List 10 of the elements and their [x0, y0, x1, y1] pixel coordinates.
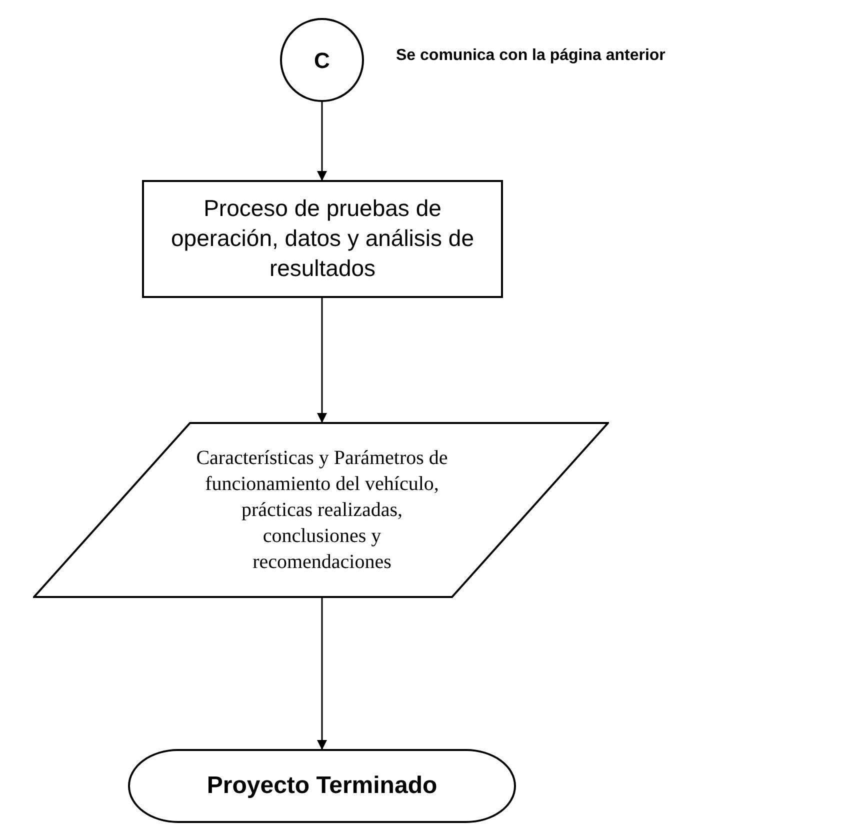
node-text: Proyecto Terminado: [206, 771, 438, 801]
node-text: Proceso de pruebas de operación, datos y análisis de resultados: [170, 194, 476, 283]
data-parallelogram: [33, 422, 609, 598]
arrow: [317, 102, 327, 181]
arrow: [317, 298, 327, 423]
arrow: [317, 598, 327, 750]
node-text: Características y Parámetros de funcionamiento del vehículo, prácticas realizadas, conclusiones y recomendaciones: [195, 446, 449, 575]
process-box: [142, 180, 503, 298]
side-note: Se comunica con la página anterior: [396, 46, 666, 66]
node-text: C: [314, 46, 330, 74]
